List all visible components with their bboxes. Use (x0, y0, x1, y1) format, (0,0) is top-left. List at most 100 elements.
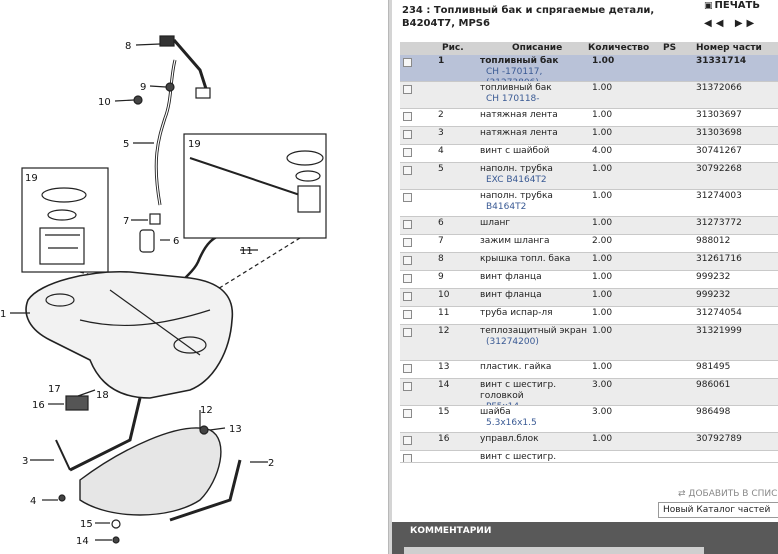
row-checkbox[interactable] (403, 238, 412, 247)
row-quantity: 1.00 (592, 191, 613, 201)
callout-9[interactable]: 9 (140, 82, 146, 93)
callout-1[interactable]: 1 (0, 309, 6, 320)
callout-6[interactable]: 6 (173, 236, 179, 247)
callout-10[interactable]: 10 (98, 97, 111, 108)
row-part-number[interactable]: 31274003 (696, 191, 742, 201)
pane-divider[interactable] (388, 0, 392, 554)
row-part-number[interactable]: 988012 (696, 236, 731, 246)
row-part-number[interactable]: 999232 (696, 272, 731, 282)
row-part-number[interactable]: 31261716 (696, 254, 742, 264)
callout-7[interactable]: 7 (123, 216, 129, 227)
row-checkbox[interactable] (403, 193, 412, 202)
print-button[interactable]: ▣ПЕЧАТЬ (704, 0, 760, 11)
row-pic: 6 (438, 218, 444, 228)
callout-17[interactable]: 17 (48, 384, 61, 395)
row-part-number[interactable]: 31273772 (696, 218, 742, 228)
row-checkbox[interactable] (403, 130, 412, 139)
row-checkbox[interactable] (403, 148, 412, 157)
comments-section[interactable]: КОММЕНТАРИИ (392, 522, 778, 554)
row-checkbox[interactable] (403, 436, 412, 445)
callout-18[interactable]: 18 (96, 390, 109, 401)
callout-5[interactable]: 5 (123, 139, 129, 150)
row-checkbox[interactable] (403, 274, 412, 283)
parts-diagram[interactable]: 8 9 10 5 7 6 11 19 19 1 17 18 16 12 13 3… (0, 0, 388, 554)
row-part-number[interactable]: 30792268 (696, 164, 742, 174)
callout-11[interactable]: 11 (240, 246, 253, 257)
row-checkbox[interactable] (403, 166, 412, 175)
col-qty[interactable]: Количество (588, 43, 650, 53)
row-checkbox[interactable] (403, 292, 412, 301)
add-to-list-link[interactable]: ⇄ ДОБАВИТЬ В СПИС (678, 489, 778, 499)
row-checkbox[interactable] (403, 328, 412, 337)
row-part-number[interactable]: 31303698 (696, 128, 742, 138)
row-checkbox[interactable] (403, 220, 412, 229)
callout-19-left[interactable]: 19 (25, 173, 38, 184)
row-description-text: винт с шайбой (480, 146, 550, 156)
row-checkbox[interactable] (403, 364, 412, 373)
row-description: зажим шланга (480, 236, 590, 247)
page-navigation[interactable]: ◀◀ ▶▶ (704, 18, 759, 29)
row-checkbox[interactable] (403, 112, 412, 121)
row-checkbox[interactable] (403, 382, 412, 391)
row-part-number[interactable]: 986498 (696, 407, 731, 417)
row-part-number[interactable]: 30792789 (696, 434, 742, 444)
col-desc[interactable]: Описание (512, 43, 563, 53)
row-part-number[interactable]: 981495 (696, 362, 731, 372)
callout-12[interactable]: 12 (200, 405, 213, 416)
row-part-number[interactable]: 986061 (696, 380, 731, 390)
row-part-number[interactable]: 31303697 (696, 110, 742, 120)
col-ps[interactable]: PS (663, 43, 677, 53)
row-checkbox[interactable] (403, 58, 412, 67)
row-checkbox[interactable] (403, 409, 412, 418)
table-row[interactable]: винт с шестигр. (400, 451, 778, 463)
callout-14[interactable]: 14 (76, 536, 89, 547)
callout-2[interactable]: 2 (268, 458, 274, 469)
col-num[interactable]: Номер части (696, 43, 762, 53)
callout-15[interactable]: 15 (80, 519, 93, 530)
row-part-number[interactable]: 31321999 (696, 326, 742, 336)
row-part-number[interactable]: 31331714 (696, 56, 747, 66)
callout-16[interactable]: 16 (32, 400, 45, 411)
comments-scroll-strip[interactable] (404, 547, 704, 554)
row-part-number[interactable]: 31372066 (696, 83, 742, 93)
callout-4[interactable]: 4 (30, 496, 36, 507)
row-quantity: 3.00 (592, 407, 613, 417)
row-part-number[interactable]: 30741267 (696, 146, 742, 156)
row-pic: 13 (438, 362, 450, 372)
row-quantity: 1.00 (592, 218, 613, 228)
row-part-number[interactable]: 999232 (696, 290, 731, 300)
callout-3[interactable]: 3 (22, 456, 28, 467)
row-part-number[interactable]: 31274054 (696, 308, 742, 318)
callout-13[interactable]: 13 (229, 424, 242, 435)
callout-8[interactable]: 8 (125, 41, 131, 52)
row-pic: 11 (438, 308, 450, 318)
callout-19-right[interactable]: 19 (188, 139, 201, 150)
row-checkbox[interactable] (403, 454, 412, 462)
row-pic: 2 (438, 110, 444, 120)
row-checkbox[interactable] (403, 256, 412, 265)
row-checkbox[interactable] (403, 85, 412, 94)
col-pic[interactable]: Рис. (442, 43, 464, 53)
page-title: 234 : Топливный бак и спрягаемые детали,… (402, 5, 655, 29)
row-checkbox[interactable] (403, 310, 412, 319)
table-header: Рис. Описание Количество PS Номер части (400, 42, 778, 55)
catalog-select[interactable]: Новый Каталог частей (658, 502, 778, 518)
